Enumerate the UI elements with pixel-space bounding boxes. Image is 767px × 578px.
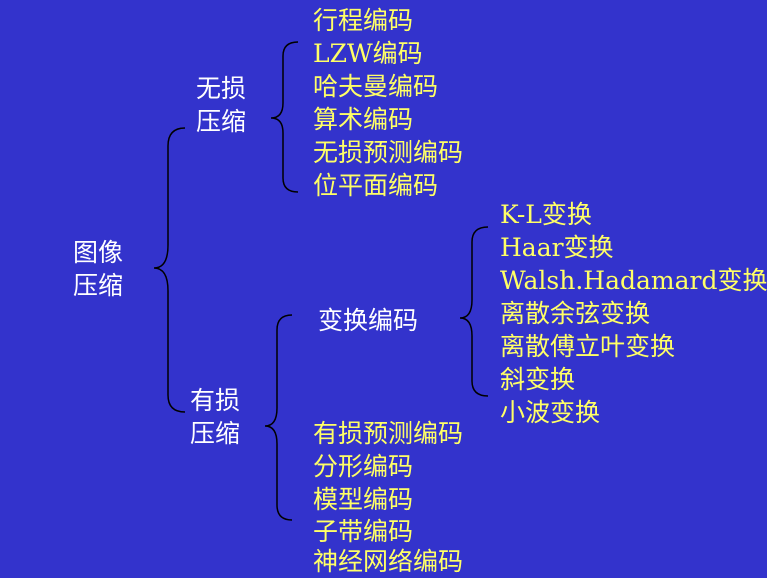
transform-item: K-L变换 (500, 200, 592, 229)
lossless-item: 无损预测编码 (313, 138, 464, 167)
lossless-label-line2: 压缩 (196, 107, 247, 136)
transform-brace (459, 226, 489, 397)
transform-item: 离散余弦变换 (500, 299, 651, 328)
transform-item: 离散傅立叶变换 (500, 332, 676, 361)
root-label-line1: 图像 (73, 238, 124, 267)
lossless-item: 位平面编码 (313, 171, 439, 200)
lossy-label: 有损 压缩 (190, 384, 240, 450)
root-brace (153, 127, 186, 413)
lossless-item: 算术编码 (313, 105, 414, 134)
lossless-label-line1: 无损 (196, 74, 247, 103)
lossy-item: 有损预测编码 (313, 419, 464, 448)
root-label-line2: 压缩 (73, 271, 124, 300)
lossless-item: 行程编码 (313, 6, 414, 35)
lossless-item: 哈夫曼编码 (313, 72, 439, 101)
transform-item: Walsh.Hadamard变换 (500, 266, 767, 295)
lossless-label: 无损 压缩 (196, 72, 246, 138)
lossy-item: 分形编码 (313, 452, 414, 481)
lossy-item: 子带编码 (313, 517, 414, 546)
transform-item: Haar变换 (500, 233, 614, 262)
transform-coding-label: 变换编码 (318, 306, 419, 335)
lossy-label-line2: 压缩 (190, 419, 241, 448)
lossy-label-line1: 有损 (190, 386, 241, 415)
lossy-brace (264, 314, 293, 521)
transform-item: 小波变换 (500, 398, 601, 427)
lossless-item: LZW编码 (313, 39, 423, 68)
transform-item: 斜变换 (500, 365, 576, 394)
lossy-item: 神经网络编码 (313, 547, 464, 576)
root-label: 图像 压缩 (73, 236, 123, 302)
lossless-brace (270, 41, 299, 193)
lossy-item: 模型编码 (313, 485, 414, 514)
